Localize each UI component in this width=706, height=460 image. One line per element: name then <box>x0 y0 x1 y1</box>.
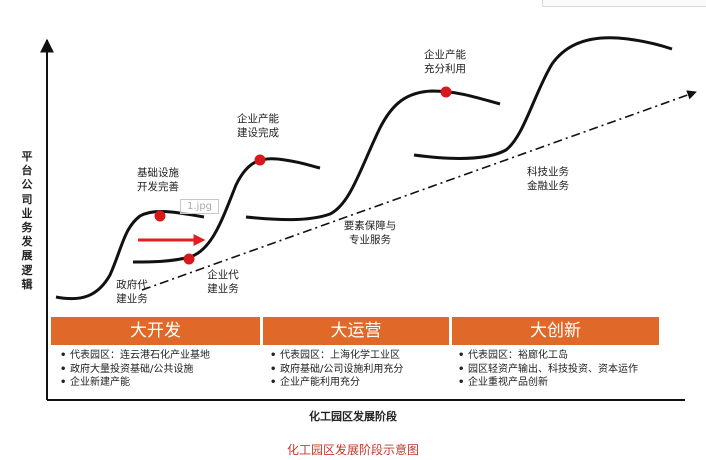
stage-bullet: 企业新建产能 <box>60 376 260 390</box>
stage-header-operation: 大运营 <box>263 317 449 345</box>
annotation-industry-complete: 企业产能 建设完成 <box>226 112 290 140</box>
top-strip <box>542 0 706 7</box>
annotation-line: 建设完成 <box>237 127 279 139</box>
s-curve-2 <box>132 157 321 264</box>
annotation-factor-support: 要素保障与 专业服务 <box>330 219 410 247</box>
milestone-dot <box>183 253 195 265</box>
annotation-line: 基础设施 <box>137 167 179 179</box>
s-curve-3 <box>245 89 501 222</box>
annotation-line: 充分利用 <box>424 63 466 75</box>
stage-list-development: 代表园区：连云港石化产业基地 政府大量投资基础/公共设施 企业新建产能 <box>60 349 260 390</box>
stage-bullet: 代表园区：上海化学工业区 <box>270 349 450 363</box>
trend-line <box>141 90 697 291</box>
image-watermark: 1.jpg <box>180 199 220 214</box>
stage-bullet: 政府大量投资基础/公共设施 <box>60 363 260 377</box>
annotation-line: 金融业务 <box>527 180 569 192</box>
annotation-line: 政府代 <box>116 279 148 291</box>
annotation-line: 建业务 <box>116 293 148 305</box>
stage-bullet: 园区轻资产输出、科技投资、资本运作 <box>458 363 698 377</box>
stage-header-development: 大开发 <box>51 317 260 345</box>
stage-bullet: 代表园区：裕廊化工岛 <box>458 349 698 363</box>
annotation-infrastructure: 基础设施 开发完善 <box>126 166 190 194</box>
stage-list-operation: 代表园区：上海化学工业区 政府基础/公司设施利用充分 企业产能利用充分 <box>270 349 450 390</box>
stage-bullet: 政府基础/公司设施利用充分 <box>270 363 450 377</box>
annotation-line: 企业产能 <box>424 49 466 61</box>
s-curve-4 <box>413 36 673 160</box>
annotation-line: 科技业务 <box>527 166 569 178</box>
stage-header-innovation: 大创新 <box>452 317 659 345</box>
milestone-dot <box>254 154 266 166</box>
annotation-line: 企业产能 <box>237 113 279 125</box>
milestone-dot <box>154 210 166 222</box>
stage-bullet: 企业产能利用充分 <box>270 376 450 390</box>
annotation-line: 要素保障与 <box>343 220 397 232</box>
stage-list-innovation: 代表园区：裕廊化工岛 园区轻资产输出、科技投资、资本运作 企业重视产品创新 <box>458 349 698 390</box>
milestone-dot <box>440 86 452 98</box>
annotation-industry-utilized: 企业产能 充分利用 <box>413 48 477 76</box>
annotation-tech-finance: 科技业务 金融业务 <box>516 165 580 193</box>
stage-bullet: 企业重视产品创新 <box>458 376 698 390</box>
s-curve-1 <box>55 209 205 301</box>
stage-bullet: 代表园区：连云港石化产业基地 <box>60 349 260 363</box>
annotation-line: 企业代 <box>207 269 239 281</box>
x-axis-label: 化工园区发展阶段 <box>309 410 397 423</box>
annotation-line: 建业务 <box>207 283 239 295</box>
figure-caption: 化工园区发展阶段示意图 <box>286 443 419 457</box>
annotation-line: 专业服务 <box>349 234 391 246</box>
annotation-gov-construction: 政府代 建业务 <box>104 278 160 306</box>
y-axis-label: 平台公司业务发展逻辑 <box>21 150 33 291</box>
annotation-enterprise-construction: 企业代 建业务 <box>195 268 251 296</box>
annotation-line: 开发完善 <box>137 181 179 193</box>
